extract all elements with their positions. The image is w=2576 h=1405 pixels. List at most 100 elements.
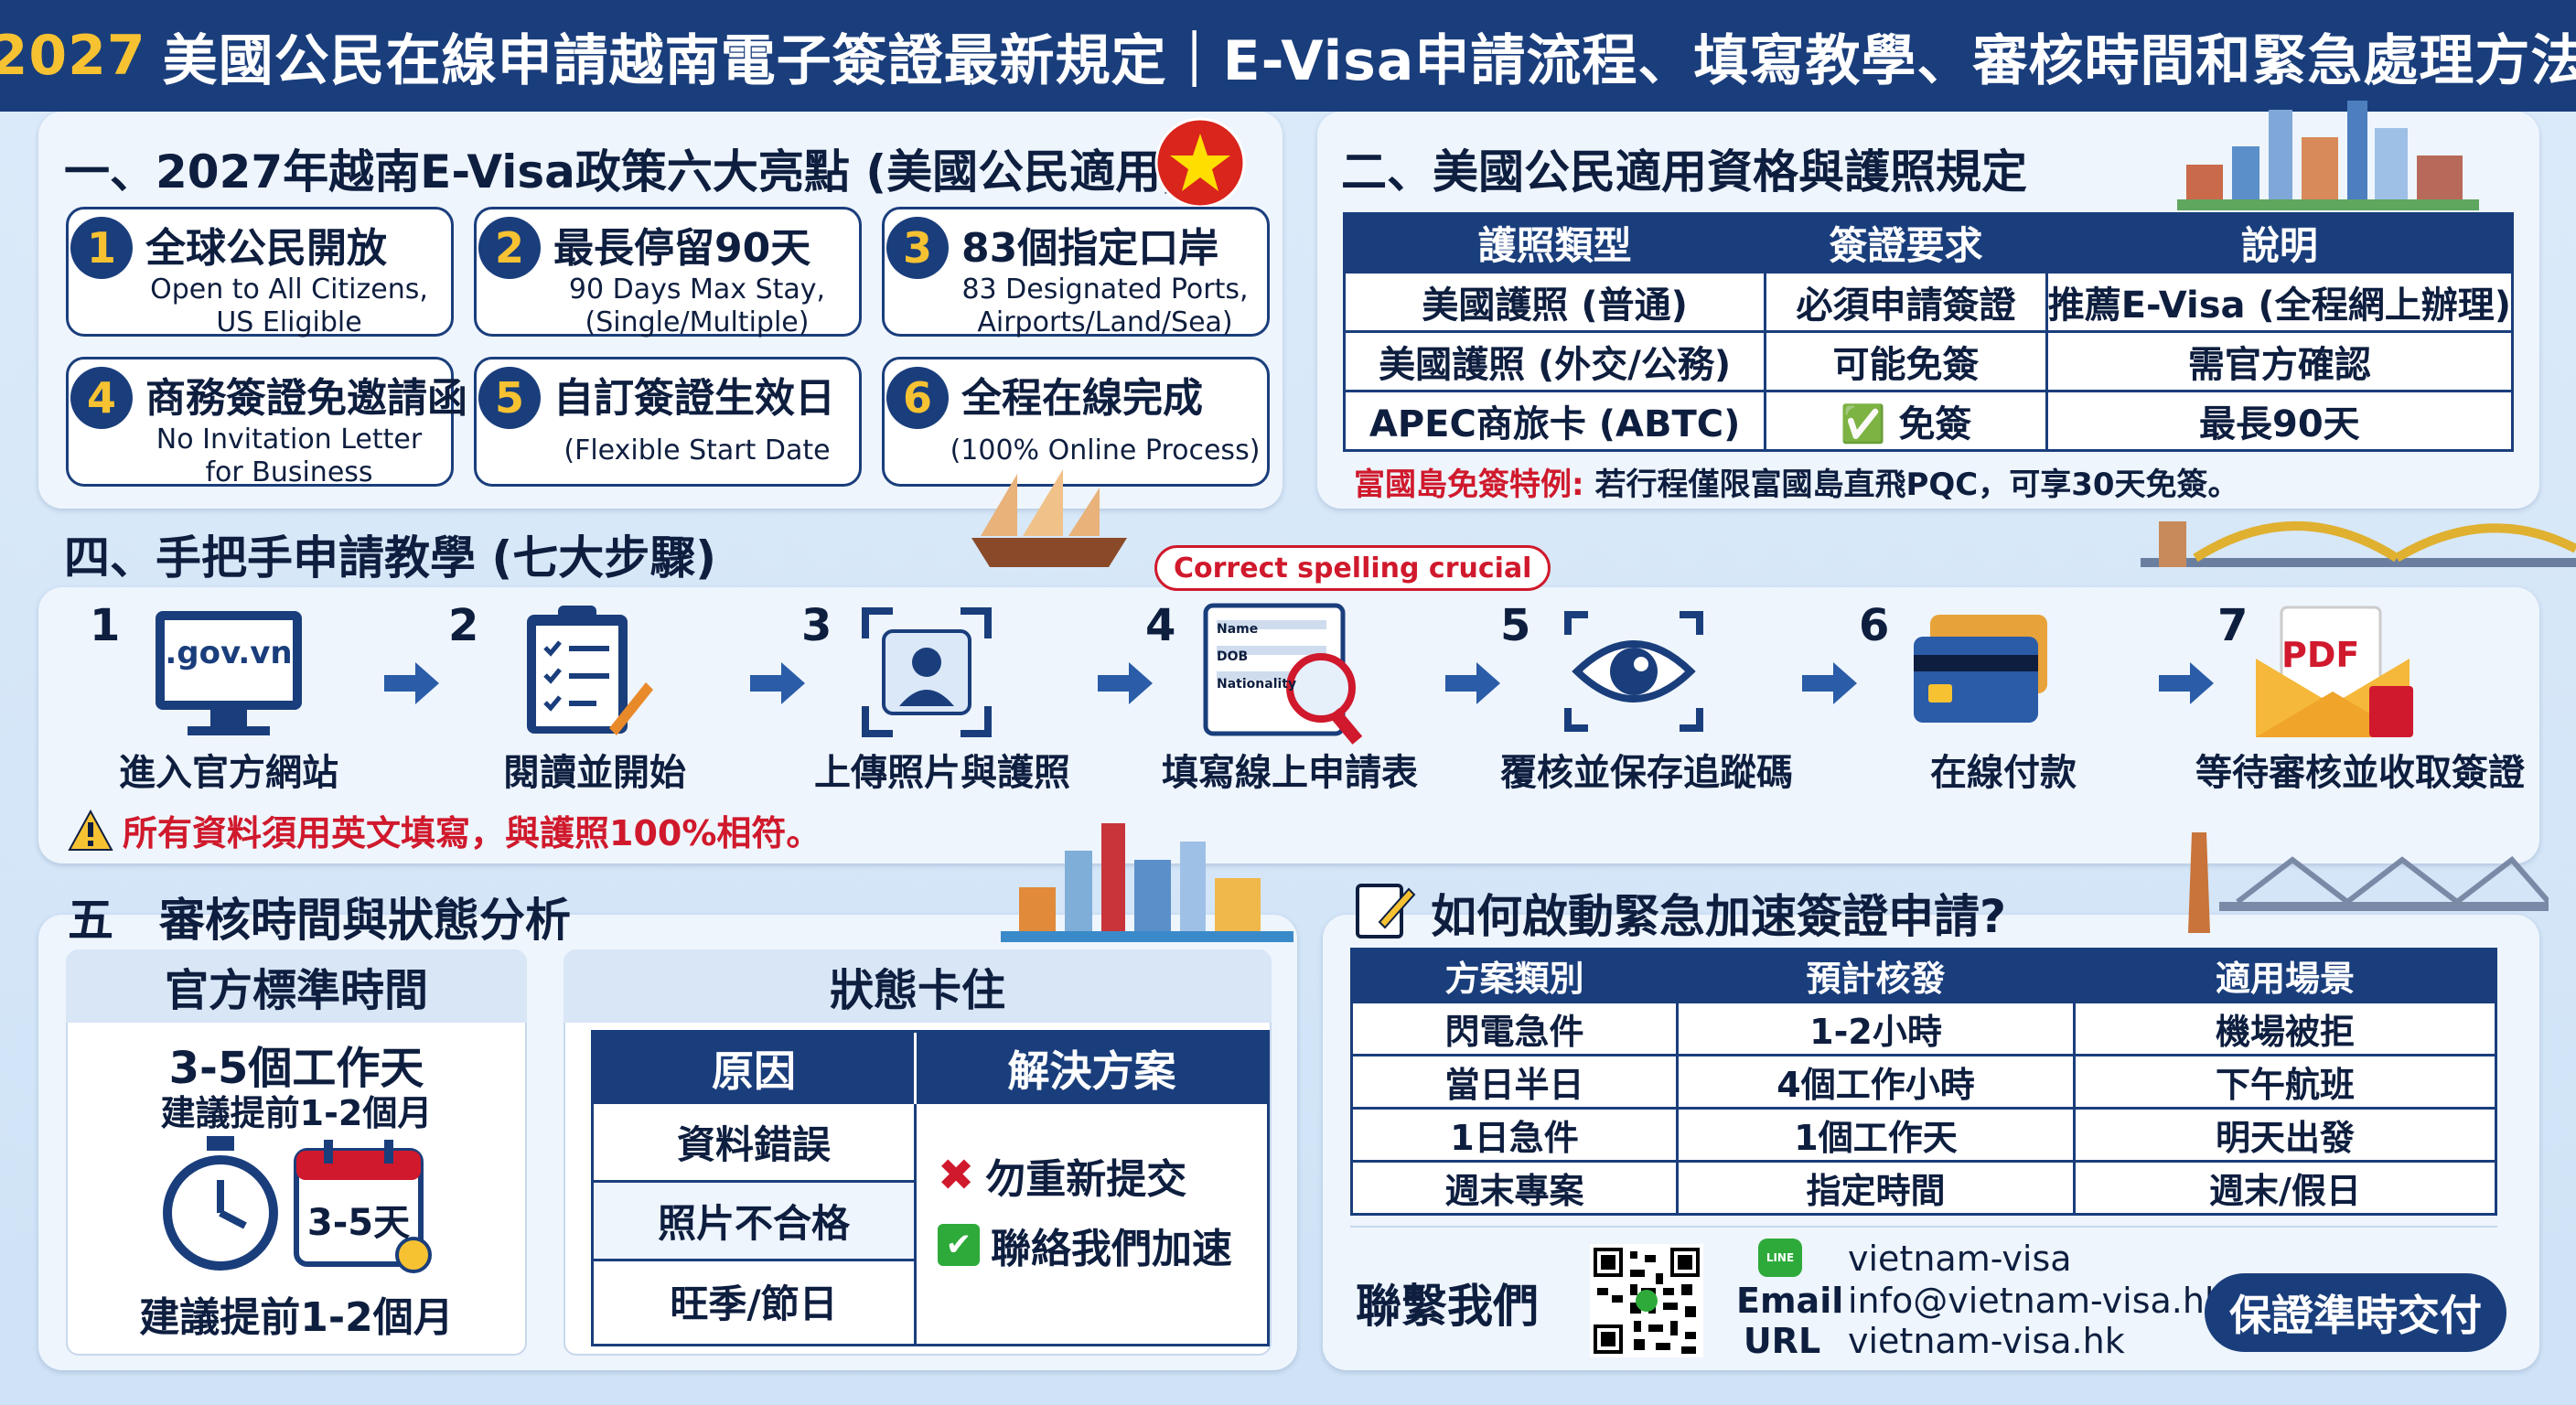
credit-card-icon <box>1914 615 2047 723</box>
table-cell: 4個工作小時 <box>1676 1054 2076 1110</box>
face-scan-icon <box>862 607 992 737</box>
card-number-badge: 1 <box>70 217 133 279</box>
step-label: 填寫線上申請表 <box>1162 752 1418 794</box>
pdf-text: PDF <box>2281 635 2360 675</box>
table-cell: 最長90天 <box>2045 390 2515 452</box>
table-cell: 1個工作天 <box>1676 1107 2076 1163</box>
card-title: 全程在線完成 <box>961 375 1203 422</box>
table-cell: 當日半日 <box>1350 1054 1679 1110</box>
note-label: 富國島免簽特例: <box>1354 467 1584 503</box>
standard-time-bottom: 建議提前1-2個月 <box>139 1294 454 1341</box>
col-header: 預計核發 <box>1676 948 2076 1003</box>
reason-cell: 照片不合格 <box>594 1183 914 1261</box>
step-label: 等待審核並收取簽證 <box>2195 752 2525 794</box>
monitor-text: .gov.vn <box>165 635 293 671</box>
stopwatch-icon <box>163 1136 278 1271</box>
col-header: 適用場景 <box>2073 948 2497 1003</box>
col-header: 方案類別 <box>1350 948 1679 1003</box>
guarantee-button[interactable]: 保證準時交付 <box>2205 1273 2506 1352</box>
qr-code-icon[interactable] <box>1590 1244 1703 1357</box>
boat-icon <box>971 469 1127 567</box>
vietnam-flag-icon <box>1154 117 1246 209</box>
header-title: 美國公民在線申請越南電子簽證最新規定｜E-Visa申請流程、填寫教學、審核時間和… <box>162 28 2576 93</box>
warning-line: 所有資料須用英文填寫，與護照100%相符。 <box>68 805 821 855</box>
line-id[interactable]: vietnam-visa <box>1848 1239 2072 1279</box>
table-cell: 明天出發 <box>2073 1107 2497 1163</box>
card-subtitle: No Invitation Letter for Business <box>156 424 423 488</box>
section-title-steps: 四、手把手申請教學 (七大步驟) <box>64 531 717 585</box>
pagoda-bridge-icon <box>2188 832 2549 933</box>
table-row: 美國護照 (外交/公務)可能免簽需官方確認 <box>1342 330 2515 392</box>
warning-text: 所有資料須用英文填寫，與護照100%相符。 <box>123 813 821 853</box>
bridge-icon <box>2141 521 2576 567</box>
table-cell: 指定時間 <box>1676 1160 2076 1216</box>
col-header: 簽證要求 <box>1764 212 2048 273</box>
step-arrow-icon <box>1445 662 1500 704</box>
warning-icon <box>68 809 113 851</box>
stuck-status-header: 狀態卡住 <box>564 949 1272 1023</box>
table-cell: 推薦E-Visa (全程網上辦理) <box>2045 271 2515 333</box>
eye-scan-icon <box>1564 611 1703 732</box>
pencil-note-icon <box>1356 884 1416 938</box>
note-text: 若行程僅限富國島直飛PQC，可享30天免簽。 <box>1594 467 2239 503</box>
step-number: 1 <box>90 600 121 651</box>
url-label: URL <box>1743 1321 1821 1361</box>
card-number-badge: 6 <box>886 367 949 429</box>
table-cell: APEC商旅卡 (ABTC) <box>1342 390 1767 452</box>
table-cell: 週末專案 <box>1350 1160 1679 1216</box>
email-label: Email <box>1736 1281 1844 1321</box>
check-icon: ✔ <box>938 1224 980 1266</box>
spelling-callout: Correct spelling crucial <box>1154 545 1551 591</box>
card-number-badge: 3 <box>886 217 949 279</box>
city-skyline-icon <box>2177 101 2479 210</box>
card-subtitle: 83 Designated Ports, Airports/Land/Sea) <box>961 273 1249 338</box>
table-cell: 1-2小時 <box>1676 1001 2076 1056</box>
page-header: 2027 美國公民在線申請越南電子簽證最新規定｜E-Visa申請流程、填寫教學、… <box>0 0 2576 112</box>
col-header: 說明 <box>2045 212 2515 273</box>
card-title: 自訂簽證生效日 <box>553 375 835 422</box>
stuck-table: 原因 解決方案 資料錯誤 照片不合格 旺季/節日 ✖勿重新提交 ✔聯絡我們加速 <box>591 1030 1270 1346</box>
table-cell: 閃電急件 <box>1350 1001 1679 1056</box>
card-title: 83個指定口岸 <box>961 225 1219 272</box>
contact-label: 聯繫我們 <box>1356 1280 1539 1333</box>
step-label: 進入官方網站 <box>119 752 338 794</box>
form-field-name: Name <box>1217 622 1259 637</box>
step-number: 2 <box>448 600 479 651</box>
monitor-icon <box>156 611 302 735</box>
table-cell: 機場被拒 <box>2073 1001 2497 1056</box>
card-title: 全球公民開放 <box>145 225 387 272</box>
phu-quoc-note: 富國島免簽特例: 若行程僅限富國島直飛PQC，可享30天免簽。 <box>1354 459 2239 504</box>
table-cell: 需官方確認 <box>2045 330 2515 392</box>
step-label: 閱讀並開始 <box>503 752 686 794</box>
card-subtitle: 90 Days Max Stay, (Single/Multiple) <box>568 273 826 338</box>
card-subtitle: (100% Online Process) <box>950 434 1261 467</box>
table-cell: 週末/假日 <box>2073 1160 2497 1216</box>
section-title-urgent: 如何啟動緊急加速簽證申請? <box>1431 890 2007 943</box>
step-arrow-icon <box>384 662 439 704</box>
table-cell: 美國護照 (外交/公務) <box>1342 330 1767 392</box>
header-year: 2027 <box>0 24 146 88</box>
eligibility-table: 護照類型簽證要求說明 美國護照 (普通)必須申請簽證推薦E-Visa (全程網上… <box>1342 212 2515 452</box>
step-label: 覆核並保存追蹤碼 <box>1500 752 1793 794</box>
step-number: 5 <box>1500 600 1531 651</box>
standard-time-header: 官方標準時間 <box>66 949 527 1023</box>
standard-time-sub: 建議提前1-2個月 <box>160 1093 433 1133</box>
url-link[interactable]: vietnam-visa.hk <box>1848 1321 2125 1361</box>
step-label: 在線付款 <box>1930 752 2077 794</box>
solution-2: ✔聯絡我們加速 <box>938 1216 1232 1274</box>
table-cell: 1日急件 <box>1350 1107 1679 1163</box>
calendar-text: 3-5天 <box>306 1202 411 1244</box>
step-number: 6 <box>1859 600 1890 651</box>
step-number: 4 <box>1145 600 1176 651</box>
email-link[interactable]: info@vietnam-visa.hk <box>1848 1281 2225 1321</box>
card-title: 最長停留90天 <box>553 225 811 272</box>
calendar-icon <box>294 1140 432 1273</box>
step-arrow-icon <box>1802 662 1857 704</box>
step-arrow-icon <box>750 662 805 704</box>
form-field-nationality: Nationality <box>1217 677 1297 692</box>
card-subtitle: (Flexible Start Date <box>564 434 831 467</box>
